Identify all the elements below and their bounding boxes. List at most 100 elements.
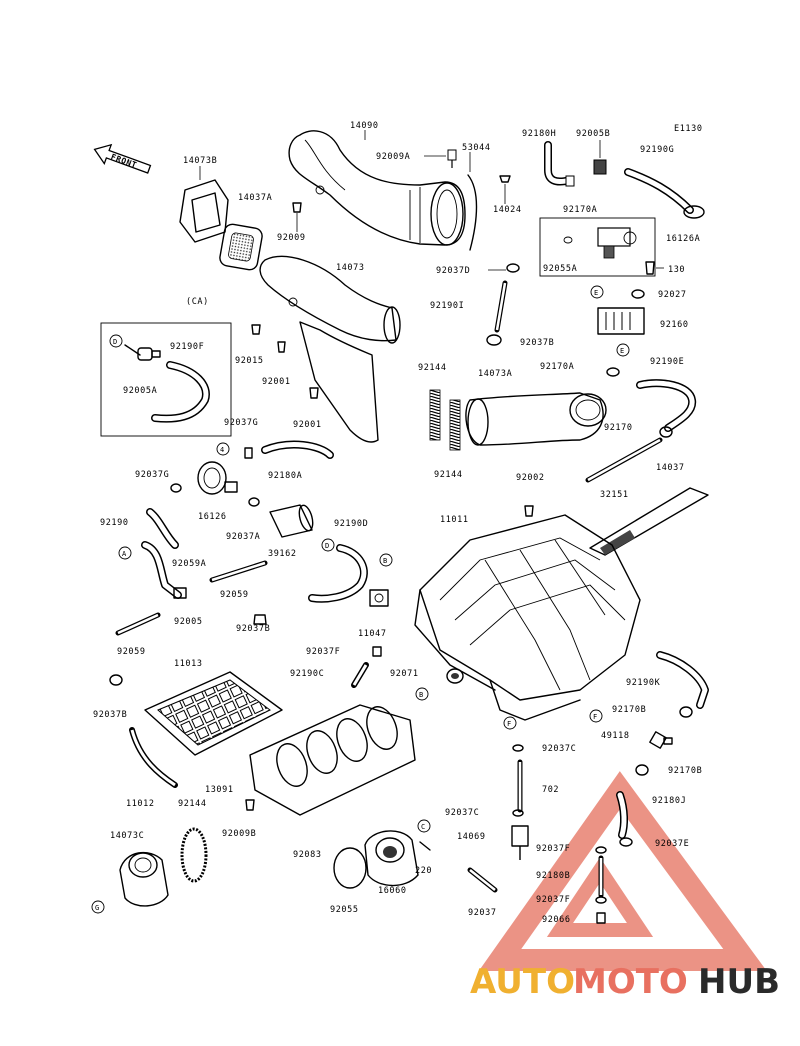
- clamp: [244, 447, 253, 459]
- svg-text:F: F: [593, 713, 597, 721]
- part-label: 92001: [262, 377, 291, 387]
- part-label: 92037E: [655, 839, 689, 849]
- svg-text:D: D: [325, 542, 329, 550]
- watermark-text: AUTO MOTO HUB: [470, 962, 780, 1002]
- svg-text:MOTO: MOTO: [573, 962, 688, 1002]
- part-label: 92009B: [222, 829, 256, 839]
- callout-a: A: [118, 546, 132, 560]
- duct-14073a: [465, 392, 607, 446]
- svg-text:4: 4: [220, 446, 224, 454]
- part-label: 16126: [198, 512, 227, 522]
- clamp-92037a: [248, 497, 260, 507]
- bolt-92015: [251, 324, 261, 335]
- diagram-code: E1130: [674, 124, 703, 134]
- part-label: 92190C: [290, 669, 324, 679]
- callout-e-top: E: [590, 285, 604, 299]
- clamp-92170b: [679, 706, 693, 718]
- svg-text:HUB: HUB: [698, 962, 780, 1002]
- part-label: 14073B: [183, 156, 217, 166]
- callout-e: E: [616, 343, 630, 357]
- duct-14073c: [119, 851, 169, 907]
- svg-text:E: E: [620, 347, 624, 355]
- svg-text:E: E: [594, 289, 598, 297]
- part-label: 92170A: [540, 362, 574, 372]
- part-label: 92059A: [172, 559, 206, 569]
- filter-14069: [511, 825, 529, 860]
- housing-16060: [364, 830, 419, 887]
- part-label: 92144: [178, 799, 207, 809]
- part-label: 11013: [174, 659, 203, 669]
- part-label: 92083: [293, 850, 322, 860]
- watermark-triangle-outer: [478, 771, 767, 971]
- part-label: 92190F: [170, 342, 204, 352]
- hose-end: [683, 205, 705, 219]
- callout-b: B: [379, 553, 393, 567]
- callout-g: G: [91, 900, 105, 914]
- bolt-92009a: [447, 149, 457, 168]
- part-label: 92180B: [536, 871, 570, 881]
- bolt-92009: [292, 202, 302, 213]
- plate-13091: [249, 704, 416, 816]
- part-label: 92037B: [93, 710, 127, 720]
- part-label: 11047: [358, 629, 387, 639]
- part-label: 14073: [336, 263, 365, 273]
- clamp-92170: [659, 426, 673, 438]
- part-label: 92055A: [543, 264, 577, 274]
- part-label: 92170B: [668, 766, 702, 776]
- watermark-triangle-inner: [546, 857, 654, 937]
- plug-92066: [596, 912, 606, 924]
- part-label: 92190K: [626, 678, 661, 688]
- callout-f-2: F: [503, 716, 517, 730]
- part-label: 53044: [462, 143, 491, 153]
- fitting: [565, 175, 575, 187]
- part-label: 16060: [378, 886, 407, 896]
- filter-11013: [144, 671, 283, 756]
- part-label: 92009: [277, 233, 306, 243]
- callout-d-2: D: [321, 538, 335, 552]
- clamp-92037c: [512, 744, 524, 752]
- spring-92144: [429, 389, 461, 451]
- screw-220: [419, 841, 431, 851]
- part-label: 14037: [656, 463, 685, 473]
- airbox-11011: [414, 514, 641, 721]
- part-label: 92059: [117, 647, 146, 657]
- part-label: 11012: [126, 799, 155, 809]
- callout-f: F: [589, 709, 603, 723]
- part-label: 92037D: [436, 266, 470, 276]
- part-label: 92005: [174, 617, 203, 627]
- part-label: 92037F: [536, 844, 570, 854]
- clamp-92037g: [170, 483, 182, 493]
- part-label: 14073C: [110, 831, 144, 841]
- svg-text:B: B: [419, 691, 423, 699]
- part-label: 92190E: [650, 357, 684, 367]
- clamp-92037b-b: [253, 614, 267, 625]
- part-label: 92170B: [612, 705, 646, 715]
- clamp-92037b-c: [109, 674, 123, 686]
- part-label: 92071: [390, 669, 419, 679]
- part-label: 14037A: [238, 193, 272, 203]
- bolt-92002: [524, 505, 534, 517]
- svg-text:A: A: [122, 550, 127, 558]
- clamp-92037f-b: [595, 846, 607, 854]
- svg-text:F: F: [507, 720, 511, 728]
- part-label: 92144: [418, 363, 447, 373]
- part-label: 92170: [604, 423, 633, 433]
- part-label: 92037G: [224, 418, 258, 428]
- front-label: FRONT: [110, 152, 139, 170]
- part-label: 92059: [220, 590, 249, 600]
- part-label: 92027: [658, 290, 687, 300]
- clamp-92037f: [372, 646, 382, 657]
- part-label: 220: [415, 866, 432, 876]
- part-label: 92170A: [563, 205, 597, 215]
- part-label: 32151: [600, 490, 629, 500]
- group-label: (CA): [186, 297, 209, 307]
- filter-39162: [269, 504, 314, 538]
- watermark-logo: [478, 771, 767, 971]
- part-label: 92037G: [135, 470, 169, 480]
- part-label: 92190: [100, 518, 129, 528]
- part-label: 92144: [434, 470, 463, 480]
- part-label: 130: [668, 265, 685, 275]
- part-label: 92005B: [576, 129, 610, 139]
- valve-49118: [649, 731, 673, 749]
